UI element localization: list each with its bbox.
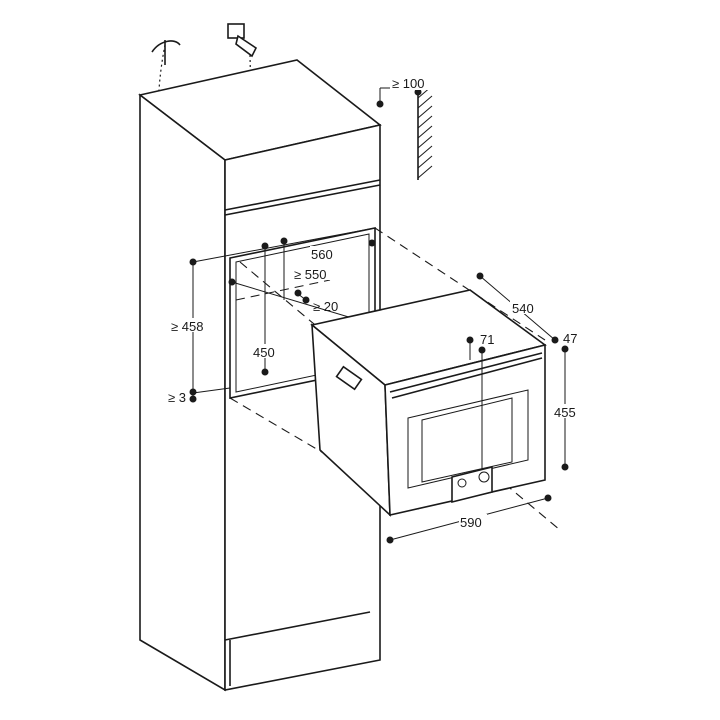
vent-icon: [335, 365, 363, 391]
label-niche-depth: ≥ 550: [294, 267, 326, 282]
label-top-clearance: ≥ 100: [392, 76, 424, 91]
label-floor-gap: ≥ 3: [168, 390, 186, 405]
label-niche-width: 560: [311, 247, 333, 262]
label-vent-gap: ≥ 20: [313, 299, 338, 314]
label-niche-height: 450: [253, 345, 275, 360]
label-control-offset: 71: [480, 332, 494, 347]
power-socket-icon: [227, 23, 258, 58]
label-appliance-depth: 540: [512, 301, 534, 316]
label-niche-height-min: ≥ 458: [171, 319, 203, 334]
label-door-depth: 47: [563, 331, 577, 346]
label-appliance-height: 455: [554, 405, 576, 420]
oven-appliance: [310, 289, 547, 517]
label-appliance-width: 590: [460, 515, 482, 530]
